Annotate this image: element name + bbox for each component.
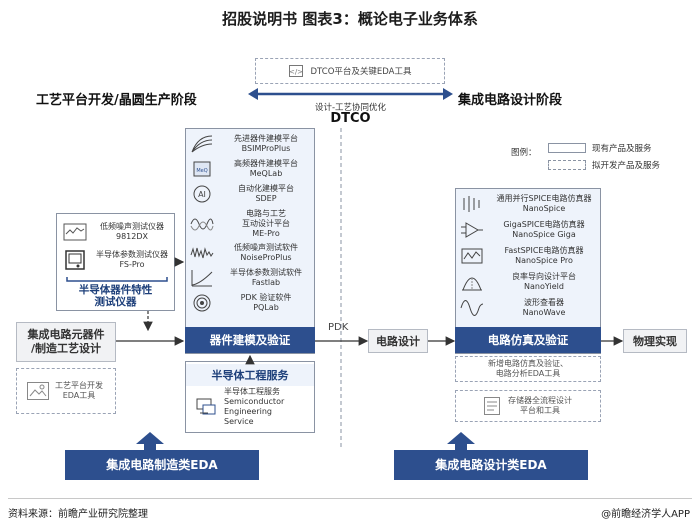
device-modeling-section: 器件建模及验证 xyxy=(185,327,315,353)
brace-line xyxy=(66,277,168,282)
footer-divider xyxy=(8,498,692,499)
dtco-caption: 设计-工艺协同优化 xyxy=(314,103,387,113)
instrument-icon xyxy=(65,250,85,270)
engineering-service-label: 半导体工程服务 Semiconductor Engineering Servic… xyxy=(224,387,285,426)
tool-label: 半导体参数测试仪器 FS-Pro xyxy=(96,250,168,269)
tool-row: 低频噪声测试软件 NoiseProPlus xyxy=(190,242,312,264)
dtco-tools-label: DTCO平台及关键EDA工具 xyxy=(310,67,412,77)
giga-icon xyxy=(461,222,483,238)
tool-label: 波形查看器 NanoWave xyxy=(522,298,566,317)
tool-label: 自动化建模平台 SDEP xyxy=(238,184,294,203)
stage-physical-implementation: 物理实现 xyxy=(623,329,687,353)
tool-row: 低频噪声测试仪器 9812DX xyxy=(63,222,171,242)
computer-icon xyxy=(196,398,216,415)
legend-existing-swatch xyxy=(548,143,586,153)
legend-developing-label: 拟开发产品及服务 xyxy=(592,161,661,171)
tool-row: MeQ 高频器件建模平台 MeQLab xyxy=(190,158,312,180)
fast-icon xyxy=(461,248,483,264)
tool-row: 先进器件建模平台 BSIMProPlus xyxy=(190,133,312,155)
circuit-simulation-box xyxy=(455,188,601,354)
tool-label: 低频噪声测试软件 NoiseProPlus xyxy=(234,243,298,262)
stage-circuit-design: 电路设计 xyxy=(368,329,428,353)
source-note: 资料来源：前瞻产业研究院整理 xyxy=(8,509,148,520)
legend-title: 图例： xyxy=(511,148,537,158)
dtco-label: DTCO xyxy=(330,111,371,126)
curves-icon xyxy=(191,135,213,153)
pdk-label: PDK xyxy=(328,322,349,333)
tool-label: 半导体参数测试软件 Fastlab xyxy=(230,268,302,287)
noise-icon xyxy=(190,247,214,259)
test-instruments-section-label: 半导体器件特性 测试仪器 xyxy=(78,284,153,308)
phase-divider xyxy=(340,128,342,448)
simulation-tools-list: 通用并行SPICE电路仿真器 NanoSpice GigaSPICE电路仿真器 … xyxy=(460,193,598,319)
image-placeholder-icon xyxy=(27,382,49,400)
process-dev-eda-label: 工艺平台开发 EDA工具 xyxy=(55,381,103,400)
tool-label: 电路与工艺 互动设计平台 ME-Pro xyxy=(242,209,290,238)
dtco-tools-box: </> DTCO平台及关键EDA工具 xyxy=(255,58,445,84)
tool-row: 电路与工艺 互动设计平台 ME-Pro xyxy=(190,208,312,240)
tool-label: FastSPICE电路仿真器 NanoSpice Pro xyxy=(504,246,584,265)
dtco-double-arrow xyxy=(248,88,453,100)
wave-icon xyxy=(190,218,214,231)
document-icon xyxy=(484,397,500,415)
new-simulation-eda-box: 新增电路仿真及验证、 电路分析EDA工具 xyxy=(455,356,601,382)
tool-label: 良率导向设计平台 NanoYield xyxy=(512,272,576,291)
manufacturing-eda-arrow xyxy=(136,432,164,450)
figure-title: 招股说明书 图表3：概论电子业务体系 xyxy=(222,10,478,28)
stage-circuit-design-label: 电路设计 xyxy=(376,335,420,348)
memory-design-box: 存储器全流程设计 平台和工具 xyxy=(455,390,601,422)
design-eda-arrow xyxy=(447,432,475,450)
circuit-simulation-section: 电路仿真及验证 xyxy=(455,327,601,353)
tool-row: 半导体参数测试软件 Fastlab xyxy=(190,267,312,289)
tool-label: 先进器件建模平台 BSIMProPlus xyxy=(234,134,298,153)
target-icon xyxy=(193,294,211,312)
manufacturing-eda-banner: 集成电路制造类EDA xyxy=(65,450,259,480)
legend-developing-swatch xyxy=(548,160,586,170)
tool-label: 高频器件建模平台 MeQLab xyxy=(234,159,298,178)
svg-text:AI: AI xyxy=(198,190,206,199)
tool-label: 通用并行SPICE电路仿真器 NanoSpice xyxy=(496,194,592,213)
tool-label: GigaSPICE电路仿真器 NanoSpice Giga xyxy=(503,220,585,239)
tool-row: PDK 验证软件 PQLab xyxy=(190,292,312,314)
code-window-icon: </> xyxy=(288,65,303,77)
spice-icon xyxy=(463,196,480,212)
stage-component-process-design: 集成电路元器件 /制造工艺设计 xyxy=(16,322,116,362)
tool-row: 通用并行SPICE电路仿真器 NanoSpice xyxy=(460,193,598,215)
waveform-icon xyxy=(63,223,87,241)
tool-row: GigaSPICE电路仿真器 NanoSpice Giga xyxy=(460,219,598,241)
design-eda-banner: 集成电路设计类EDA xyxy=(394,450,588,480)
brand-label: @前瞻经济学人APP xyxy=(601,509,690,520)
chip-icon: MeQ xyxy=(193,161,211,177)
stage-physical-implementation-label: 物理实现 xyxy=(633,335,677,348)
curve-icon xyxy=(191,270,213,287)
process-dev-eda-box: 工艺平台开发 EDA工具 xyxy=(16,368,116,414)
tool-row: 良率导向设计平台 NanoYield xyxy=(460,271,598,293)
modeling-tools-list: 先进器件建模平台 BSIMProPlus MeQ 高频器件建模平台 MeQLab… xyxy=(190,133,312,314)
tool-row: 半导体参数测试仪器 FS-Pro xyxy=(63,250,171,270)
svg-text:</>: </> xyxy=(288,68,302,76)
engineering-service-row: 半导体工程服务 Semiconductor Engineering Servic… xyxy=(194,387,312,427)
tool-label: PDK 验证软件 PQLab xyxy=(240,293,292,312)
new-simulation-eda-label: 新增电路仿真及验证、 电路分析EDA工具 xyxy=(488,359,568,378)
left-phase-title: 工艺平台开发/晶圆生产阶段 xyxy=(36,93,197,108)
tool-row: 波形查看器 NanoWave xyxy=(460,297,598,319)
yield-icon xyxy=(462,277,482,291)
tool-row: AI 自动化建模平台 SDEP xyxy=(190,183,312,205)
legend-existing-label: 现有产品及服务 xyxy=(592,144,652,154)
tool-label: 低频噪声测试仪器 9812DX xyxy=(100,222,164,241)
stage-component-process-design-label: 集成电路元器件 /制造工艺设计 xyxy=(27,328,105,355)
test-instruments-box: 低频噪声测试仪器 9812DX 半导体参数测试仪器 FS-Pro 半导体器件特性… xyxy=(56,213,175,311)
memory-design-label: 存储器全流程设计 平台和工具 xyxy=(508,396,572,415)
engineering-service-heading: 半导体工程服务 xyxy=(186,364,314,386)
wave-viewer-icon xyxy=(460,300,484,316)
svg-text:MeQ: MeQ xyxy=(196,168,207,174)
tool-row: FastSPICE电路仿真器 NanoSpice Pro xyxy=(460,245,598,267)
right-phase-title: 集成电路设计阶段 xyxy=(458,93,563,108)
ai-icon: AI xyxy=(193,185,211,203)
